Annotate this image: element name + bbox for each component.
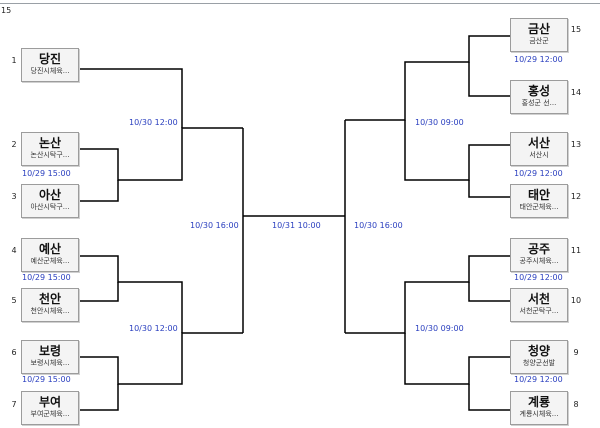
team-box-taean[interactable]: 태안 태안군체육... [510, 184, 568, 218]
team-box-nonsan[interactable]: 논산 논산시탁구... [21, 132, 79, 166]
seed-number: 4 [11, 246, 17, 255]
team-box-asan[interactable]: 아산 아산시탁구... [21, 184, 79, 218]
team-subtitle: 홍성군 선... [521, 99, 557, 107]
team-subtitle: 천안시체육... [30, 307, 70, 315]
team-subtitle: 보령시체육... [30, 359, 70, 367]
team-name: 논산 [38, 136, 62, 150]
top-divider [0, 3, 600, 4]
match-datetime: 10/29 15:00 [22, 375, 71, 384]
team-subtitle: 부여군체육... [30, 410, 70, 418]
team-box-gongju[interactable]: 공주 공주시체육... [510, 238, 568, 272]
seed-number: 7 [11, 400, 17, 409]
team-box-buyeo[interactable]: 부여 부여군체육... [21, 391, 79, 425]
team-name: 천안 [38, 292, 62, 306]
team-name: 청양 [527, 344, 551, 358]
match-datetime: 10/29 12:00 [514, 273, 563, 282]
seed-number: 8 [573, 400, 579, 409]
match-datetime: 10/30 09:00 [415, 118, 464, 127]
seed-number: 1 [11, 56, 17, 65]
team-name: 부여 [38, 395, 62, 409]
match-datetime: 10/30 16:00 [190, 221, 239, 230]
team-name: 당진 [38, 52, 62, 66]
team-box-cheongyang[interactable]: 청양 청양군선발 [510, 340, 568, 374]
team-name: 홍성 [527, 84, 551, 98]
team-subtitle: 계룡시체육... [519, 410, 559, 418]
match-datetime: 10/29 12:00 [514, 169, 563, 178]
team-name: 계룡 [527, 395, 551, 409]
seed-number: 10 [570, 296, 582, 305]
seed-number: 11 [570, 246, 582, 255]
team-name: 태안 [527, 188, 551, 202]
seed-number: 13 [570, 140, 582, 149]
team-box-seocheon[interactable]: 서천 서천군탁구... [510, 288, 568, 322]
team-box-cheonan[interactable]: 천안 천안시체육... [21, 288, 79, 322]
team-name: 서산 [527, 136, 551, 150]
corner-label: 15 [1, 6, 12, 15]
team-box-seosan[interactable]: 서산 서산시 [510, 132, 568, 166]
team-box-dangjin[interactable]: 당진 당진시체육... [21, 48, 79, 82]
match-datetime: 10/30 12:00 [129, 324, 178, 333]
team-subtitle: 서천군탁구... [519, 307, 559, 315]
team-subtitle: 금산군 [529, 37, 549, 45]
team-name: 공주 [527, 242, 551, 256]
match-datetime: 10/29 12:00 [514, 55, 563, 64]
team-subtitle: 청양군선발 [522, 359, 556, 367]
team-subtitle: 예산군체육... [30, 257, 70, 265]
team-box-geumsan[interactable]: 금산 금산군 [510, 18, 568, 52]
team-subtitle: 태안군체육... [519, 203, 559, 211]
seed-number: 9 [573, 348, 579, 357]
seed-number: 6 [11, 348, 17, 357]
seed-number: 12 [570, 192, 582, 201]
team-name: 예산 [38, 242, 62, 256]
team-box-hongseong[interactable]: 홍성 홍성군 선... [510, 80, 568, 114]
final-datetime: 10/31 10:00 [272, 221, 321, 230]
team-box-boryeong[interactable]: 보령 보령시체육... [21, 340, 79, 374]
team-box-gyeryong[interactable]: 계룡 계룡시체육... [510, 391, 568, 425]
team-box-yesan[interactable]: 예산 예산군체육... [21, 238, 79, 272]
team-subtitle: 논산시탁구... [30, 151, 70, 159]
team-name: 보령 [38, 344, 62, 358]
match-datetime: 10/29 15:00 [22, 273, 71, 282]
seed-number: 15 [570, 25, 582, 34]
team-name: 금산 [527, 22, 551, 36]
match-datetime: 10/30 16:00 [354, 221, 403, 230]
match-datetime: 10/29 12:00 [514, 375, 563, 384]
match-datetime: 10/30 09:00 [415, 324, 464, 333]
seed-number: 2 [11, 140, 17, 149]
team-name: 서천 [527, 292, 551, 306]
team-subtitle: 당진시체육... [30, 67, 70, 75]
seed-number: 5 [11, 296, 17, 305]
match-datetime: 10/30 12:00 [129, 118, 178, 127]
seed-number: 14 [570, 88, 582, 97]
team-name: 아산 [38, 188, 62, 202]
team-subtitle: 공주시체육... [519, 257, 559, 265]
team-subtitle: 서산시 [529, 151, 549, 159]
seed-number: 3 [11, 192, 17, 201]
match-datetime: 10/29 15:00 [22, 169, 71, 178]
team-subtitle: 아산시탁구... [30, 203, 70, 211]
